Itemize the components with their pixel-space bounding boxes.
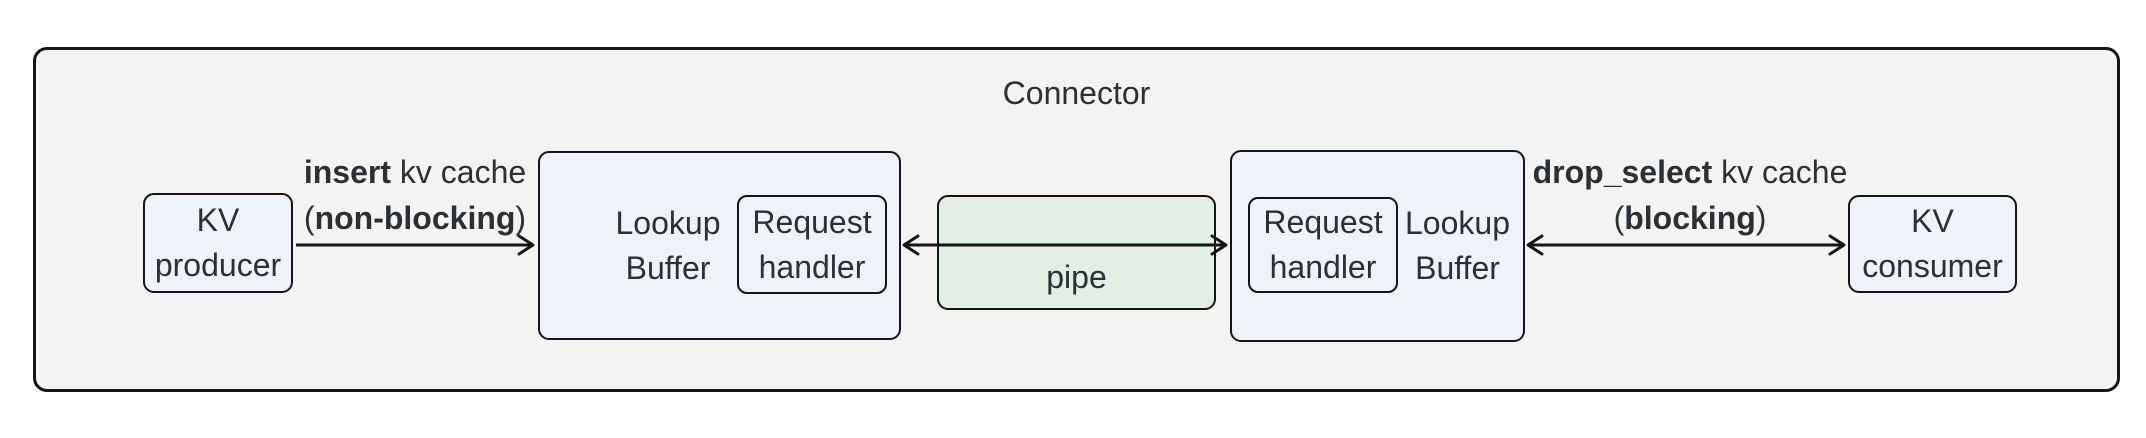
request-handler-right-label-line2: handler <box>1269 249 1377 285</box>
lookup-buffer-left-label: Lookup Buffer <box>568 151 768 340</box>
kv-producer-node: KV producer <box>143 193 293 293</box>
request-handler-left-label-line1: Request <box>752 203 872 240</box>
lookup-buffer-right-label: Lookup Buffer <box>1395 150 1520 342</box>
connector-title: Connector <box>1002 75 1151 111</box>
insert-edge-label: insert kv cache (non-blocking) <box>215 149 615 241</box>
insert-edge-label-line2: (non-blocking) <box>303 200 527 236</box>
kv-consumer-label-line2: consumer <box>1862 248 2003 284</box>
request-handler-left-node: Request handler <box>737 195 887 294</box>
lookup-buffer-right-label-line1: Lookup <box>1405 205 1510 241</box>
kv-consumer-node: KV consumer <box>1848 195 2017 293</box>
pipe-node: pipe <box>937 195 1216 310</box>
request-handler-left-label-line2: handler <box>758 248 866 285</box>
lookup-buffer-left-label-line2: Buffer <box>625 249 711 286</box>
insert-edge-label-line1: insert kv cache <box>303 154 527 190</box>
request-handler-right-label-line1: Request <box>1263 204 1383 240</box>
drop-select-edge-label-line2: (blocking) <box>1613 200 1767 236</box>
kv-producer-label-line1: KV <box>196 202 240 238</box>
drop-select-edge-label-line1: drop_select kv cache <box>1532 154 1848 190</box>
lookup-buffer-left-label-line1: Lookup <box>615 204 721 241</box>
kv-producer-label-line2: producer <box>154 247 282 283</box>
request-handler-right-node: Request handler <box>1248 197 1398 293</box>
drop-select-edge-label: drop_select kv cache (blocking) <box>1490 149 1890 241</box>
pipe-label: pipe <box>1046 259 1107 295</box>
kv-consumer-label-line1: KV <box>1911 203 1954 239</box>
lookup-buffer-right-label-line2: Buffer <box>1415 250 1500 286</box>
